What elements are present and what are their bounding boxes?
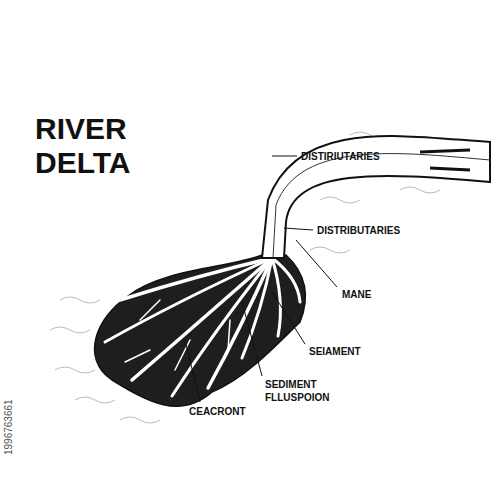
part-label: DISTIRIUTARIES xyxy=(301,150,380,163)
part-label: CEACRONT xyxy=(189,405,246,418)
part-label: SEDIMENT FLLUSPOION xyxy=(265,378,340,404)
leader-lines xyxy=(185,156,337,402)
diagram-title: RIVER DELTA xyxy=(35,112,147,180)
stock-id: 1996763661 xyxy=(3,399,14,455)
part-label: SEIAMENT xyxy=(309,345,361,358)
part-label: DISTRIBUTARIES xyxy=(317,224,400,237)
part-label: MANE xyxy=(342,288,371,301)
